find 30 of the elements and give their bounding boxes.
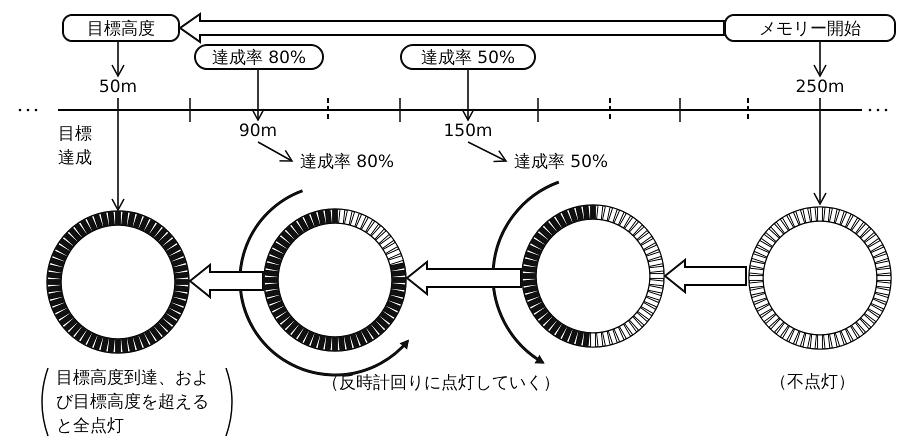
label-box: 目標高度: [62, 14, 180, 42]
led-ring-drawing: [521, 204, 665, 348]
arrow: [251, 70, 265, 121]
distance-text: 250m: [792, 76, 848, 98]
led-ring-drawing: [746, 204, 894, 352]
hollow-arrow: [188, 262, 264, 300]
led-ring-drawing: [263, 208, 407, 352]
label-box: 達成率 50%: [400, 44, 536, 70]
distance-text: 50m: [96, 76, 140, 98]
label-box: メモリー開始: [724, 14, 896, 42]
arrow: [813, 42, 827, 77]
distance-text: 150m: [440, 120, 496, 142]
arrow: [111, 42, 125, 77]
rate-text: 達成率 50%: [506, 150, 616, 172]
arrow: [111, 98, 125, 211]
caption-text: （不点灯）: [770, 371, 856, 394]
arrow: [468, 141, 507, 162]
rate-text: 達成率 80%: [292, 150, 402, 172]
arrow: [461, 70, 475, 121]
hollow-arrow: [405, 260, 522, 296]
hollow-arrow: [178, 12, 725, 44]
arrow: [813, 98, 827, 205]
distance-text: 90m: [236, 120, 280, 142]
caption-text: （反時計回りに点灯していく）: [322, 372, 561, 395]
label-box: 達成率 80%: [194, 44, 324, 70]
note-text: 目標達成: [58, 123, 92, 170]
caption-text: 目標高度到達、および目標高度を超えると全点灯: [56, 367, 210, 438]
arrow: [258, 141, 293, 162]
hollow-arrow: [663, 258, 747, 294]
led-ring-drawing: [46, 210, 190, 354]
